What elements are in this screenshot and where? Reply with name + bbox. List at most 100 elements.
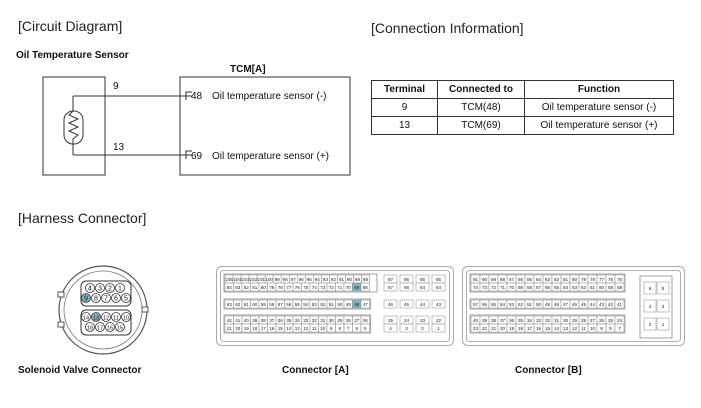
conn-b-pin-label: 11 [581,326,586,331]
conn-b-pin-label: 51 [527,302,533,307]
conn-b-pin-label: 12 [572,326,578,331]
table-cell: Oil temperature sensor (+) [524,116,674,135]
conn-a-pin-label: 49 [346,302,352,307]
conn-b-pin-label: 46 [572,302,578,307]
conn-a-pin-label: 94 [315,277,321,282]
conn-a-pin-label: 47 [363,302,369,307]
conn-b-pin-label: 75 [617,277,623,282]
conn-b-pin-label: 73 [482,285,488,290]
conn-b-pin-label: 77 [599,277,605,282]
conn-b-pin [614,299,625,309]
conn-b-pin-label: 42 [608,302,614,307]
conn-a-pin-label: 81 [252,285,258,290]
conn-b-pin-label: 23 [473,326,479,331]
solenoid-pin [101,293,111,303]
table-header: Terminal [371,80,438,99]
conn-a-pin-label: 75 [303,285,309,290]
conn-b-pin-label: 16 [536,326,542,331]
conn-a-pin-label: 39 [252,318,258,323]
conn-a-side-pin [415,323,430,333]
table-header-row: Terminal Connected to Function [371,80,674,99]
conn-b-pin-label: 38 [491,318,497,323]
conn-a-pin-label: 60 [252,302,258,307]
conn-a-pin-label: 38 [261,318,267,323]
circuit-diagram-header: [Circuit Diagram] [18,18,123,34]
conn-a-pin-label: 93 [323,277,329,282]
conn-a-pin-label: 68 [363,285,369,290]
conn-a-pin-label: 29 [337,318,343,323]
table-cell: 13 [371,116,438,135]
conn-a-pin-label: 8 [338,326,341,331]
conn-a-pin-label: 77 [286,285,292,290]
conn-a-pin [360,323,370,333]
conn-a-pin-label: 73 [320,285,326,290]
conn-a-pin-label: 13 [295,326,301,331]
conn-a-pin [360,282,370,292]
conn-b-pin-label: 76 [608,277,614,282]
solenoid-pin [85,283,95,293]
conn-b-pin-label: 32 [545,318,551,323]
conn-b-pin-label: 90 [482,277,488,282]
solenoid-pin-label: 13 [93,316,99,322]
conn-a-side-pin-label: 87 [388,277,394,282]
conn-a-pin-label: 97 [291,277,297,282]
conn-a-pin-label: 55 [295,302,301,307]
conn-b-side-pin [643,281,657,295]
solenoid-pin-label: 12 [103,316,109,322]
conn-a-pin-label: 16 [269,326,275,331]
conn-a-pin-label: 62 [235,302,241,307]
conn-a-pin-label: 63 [227,302,233,307]
conn-a-pin-label: 12 [303,326,309,331]
solenoid-pin-label: 8 [94,296,98,303]
solenoid-pin-label: 11 [113,316,119,322]
conn-b-pin [614,323,625,333]
conn-a-pin-label: 7 [347,326,350,331]
solenoid-pin-label: 18 [87,326,93,332]
solenoid-connector-label: Solenoid Valve Connector [18,365,142,376]
table-header: Function [524,80,674,99]
conn-b-pin-label: 35 [518,318,524,323]
conn-a-side-pin-label: 86 [404,277,410,282]
conn-b-pin-label: 81 [563,277,569,282]
conn-a-pin-label: 100 [265,277,273,282]
solenoid-pin-label: 2 [108,286,112,293]
conn-a-pin-label: 19 [244,326,250,331]
conn-a-pin-label: 78 [278,285,284,290]
conn-a-side-pin [383,282,398,292]
conn-b-pin-label: 28 [581,318,587,323]
conn-b-pin-label: 41 [617,302,623,307]
solenoid-pin [105,283,115,293]
conn-a-pin-label: 48 [354,302,360,307]
conn-a-pin-label: 79 [269,285,275,290]
conn-b-pin-label: 59 [608,285,614,290]
conn-a-side-pin [399,282,414,292]
conn-b-pin-label: 60 [599,285,605,290]
solenoid-pin [121,293,131,303]
tcm-pin-top: 48 [191,91,203,102]
conn-a-side-pin [431,299,446,309]
conn-a-side-pin-label: 25 [388,318,394,323]
conn-b-pin-label: 86 [518,277,524,282]
conn-b-pin-label: 44 [590,302,596,307]
conn-b-side-pin-label: 2 [649,322,652,327]
conn-b-pin-label: 69 [518,285,524,290]
conn-a-side-pin-label: 64 [436,285,442,290]
conn-b-pin-label: 20 [500,326,506,331]
conn-a-pin-label: 71 [337,285,343,290]
conn-b-pin-label: 31 [554,318,560,323]
solenoid-pin-label: 16 [107,326,113,332]
connector-b-label: Connector [B] [515,365,582,376]
conn-b-pin-label: 43 [599,302,605,307]
conn-b-pin-label: 25 [608,318,614,323]
conn-a-pin-label: 84 [227,285,233,290]
conn-a-side-pin-label: 67 [388,285,394,290]
conn-b-pin-label: 66 [545,285,551,290]
conn-b-pin-label: 80 [572,277,578,282]
conn-b-pin-label: 74 [473,285,479,290]
solenoid-pin-label: 10 [123,316,129,322]
conn-b-pin-label: 33 [536,318,542,323]
conn-b-side-pin-label: 4 [649,304,652,309]
conn-a-pin-label: 90 [347,277,353,282]
conn-a-pin-label: 51 [329,302,335,307]
conn-a-pin-label: 33 [303,318,309,323]
